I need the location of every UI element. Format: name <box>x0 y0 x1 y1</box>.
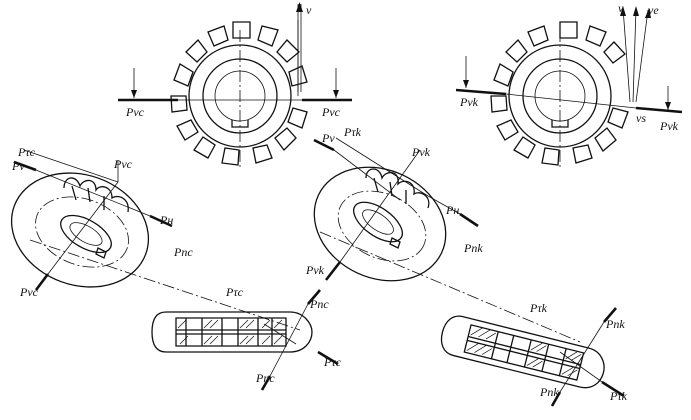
label-pvc-mid: Pvc <box>113 157 133 171</box>
cutter-isometric-right: Pv Pτk Pvk Pн Pnk Pvk <box>305 125 581 343</box>
teeth-outline-left <box>63 177 129 213</box>
label-pvc-right: Pvc <box>321 105 341 119</box>
label-ptk-2: Pτk <box>529 301 548 315</box>
cutter-isometric-left: Pτc Pv Pvc Pн Pnc Pvc <box>10 145 301 331</box>
label-pnc-2: Pnc <box>309 297 329 311</box>
label-ptc-3: Pτc <box>323 355 342 369</box>
label-vs-right: vs <box>636 111 646 125</box>
label-pvk-mid: Pvk <box>411 145 431 159</box>
hatching-right <box>466 327 582 377</box>
label-ptk-3: Pτk <box>609 389 628 403</box>
hatching-left <box>177 319 283 345</box>
label-ve-right: ve <box>648 3 659 17</box>
label-v-top: v <box>306 3 312 17</box>
cutter-front-view-right: v ve Pvk vs Pvk <box>455 1 683 170</box>
label-pvk-left: Pvk <box>459 95 479 109</box>
label-pnc-1: Pnc <box>173 245 193 259</box>
section-view-left: Pτc Pnc Pτc Pnc <box>151 285 342 391</box>
label-ptc-1: Pτc <box>17 145 36 159</box>
label-pn-1: Pн <box>159 213 173 227</box>
label-pnk-1: Pnk <box>463 241 483 255</box>
label-pvk-bottom: Pvk <box>305 263 325 277</box>
section-view-right <box>440 315 605 389</box>
label-pv-2: Pv <box>321 131 335 145</box>
label-ptk-1: Pτk <box>343 125 362 139</box>
cutter-front-view-left: v Pvc Pvc <box>118 2 352 168</box>
label-pvk-right: Pvk <box>659 119 679 133</box>
cutter-teeth-right <box>490 21 629 166</box>
label-v-right: v <box>618 1 624 15</box>
label-pnc-3: Pnc <box>255 371 275 385</box>
label-pv-1: Pv <box>11 159 25 173</box>
label-pn-2: Pн <box>445 203 459 217</box>
label-pnk-3: Pnk <box>539 385 559 399</box>
label-pvc-left: Pvc <box>125 105 145 119</box>
label-ptc-2: Pτc <box>225 285 244 299</box>
cutter-teeth-left <box>170 21 308 166</box>
label-pvc-bottom: Pvc <box>19 285 39 299</box>
label-pnk-2: Pnk <box>605 317 625 331</box>
